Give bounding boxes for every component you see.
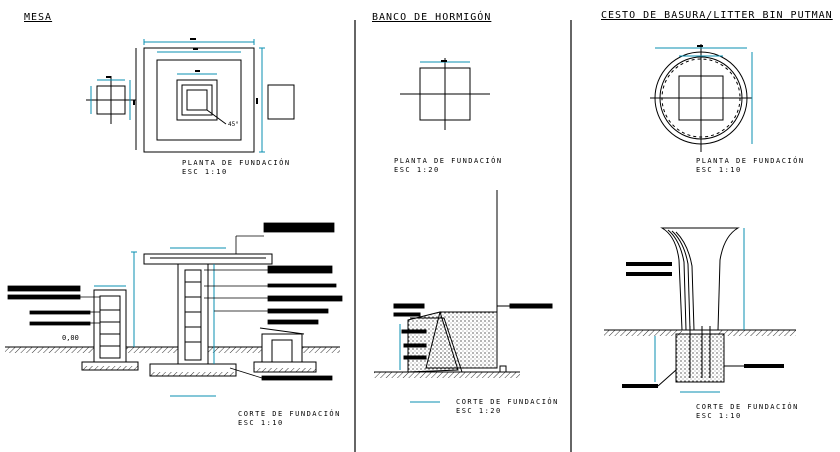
mesa-level-label: 0,00: [62, 334, 79, 342]
banco-section: [374, 190, 553, 378]
cesto-plan-caption: PLANTA DE FUNDACIÓN: [696, 157, 805, 165]
cesto-section: [604, 227, 796, 388]
mesa-plan-caption: PLANTA DE FUNDACIÓN: [182, 159, 291, 167]
banco-plan-scale: ESC 1:20: [394, 166, 440, 174]
mesa-plan-scale: ESC 1:10: [182, 168, 228, 176]
mesa-section-labels: [7, 222, 343, 381]
mesa-section-ground-hatch: [5, 347, 340, 376]
mesa-plan: [86, 47, 295, 153]
mesa-section-dimensions: [94, 247, 226, 397]
mesa-plan-dim-text: [106, 38, 258, 105]
mesa-plan-dimensions: [90, 39, 265, 153]
mesa-section-caption: CORTE DE FUNDACIÓN: [238, 410, 341, 418]
cesto-section-scale: ESC 1:10: [696, 412, 742, 420]
banco-plan: [400, 58, 490, 130]
cesto-title: CESTO DE BASURA/LITTER BIN PUTMAN: [601, 10, 833, 21]
mesa-angle-label: 45°: [228, 121, 239, 128]
banco-plan-caption: PLANTA DE FUNDACIÓN: [394, 157, 503, 165]
cesto-plan-dimensions: [655, 45, 753, 144]
mesa-title: MESA: [24, 12, 53, 23]
cesto-section-caption: CORTE DE FUNDACIÓN: [696, 403, 799, 411]
banco-plan-dimensions: [420, 60, 470, 63]
cesto-plan-scale: ESC 1:10: [696, 166, 742, 174]
banco-title: BANCO DE HORMIGÓN: [372, 12, 492, 23]
mesa-section-scale: ESC 1:10: [238, 419, 284, 427]
banco-section-scale: ESC 1:20: [456, 407, 502, 415]
cesto-plan: [650, 44, 752, 152]
cesto-section-dimensions: [654, 228, 745, 393]
banco-section-dimensions: [399, 324, 440, 403]
banco-section-caption: CORTE DE FUNDACIÓN: [456, 398, 559, 406]
